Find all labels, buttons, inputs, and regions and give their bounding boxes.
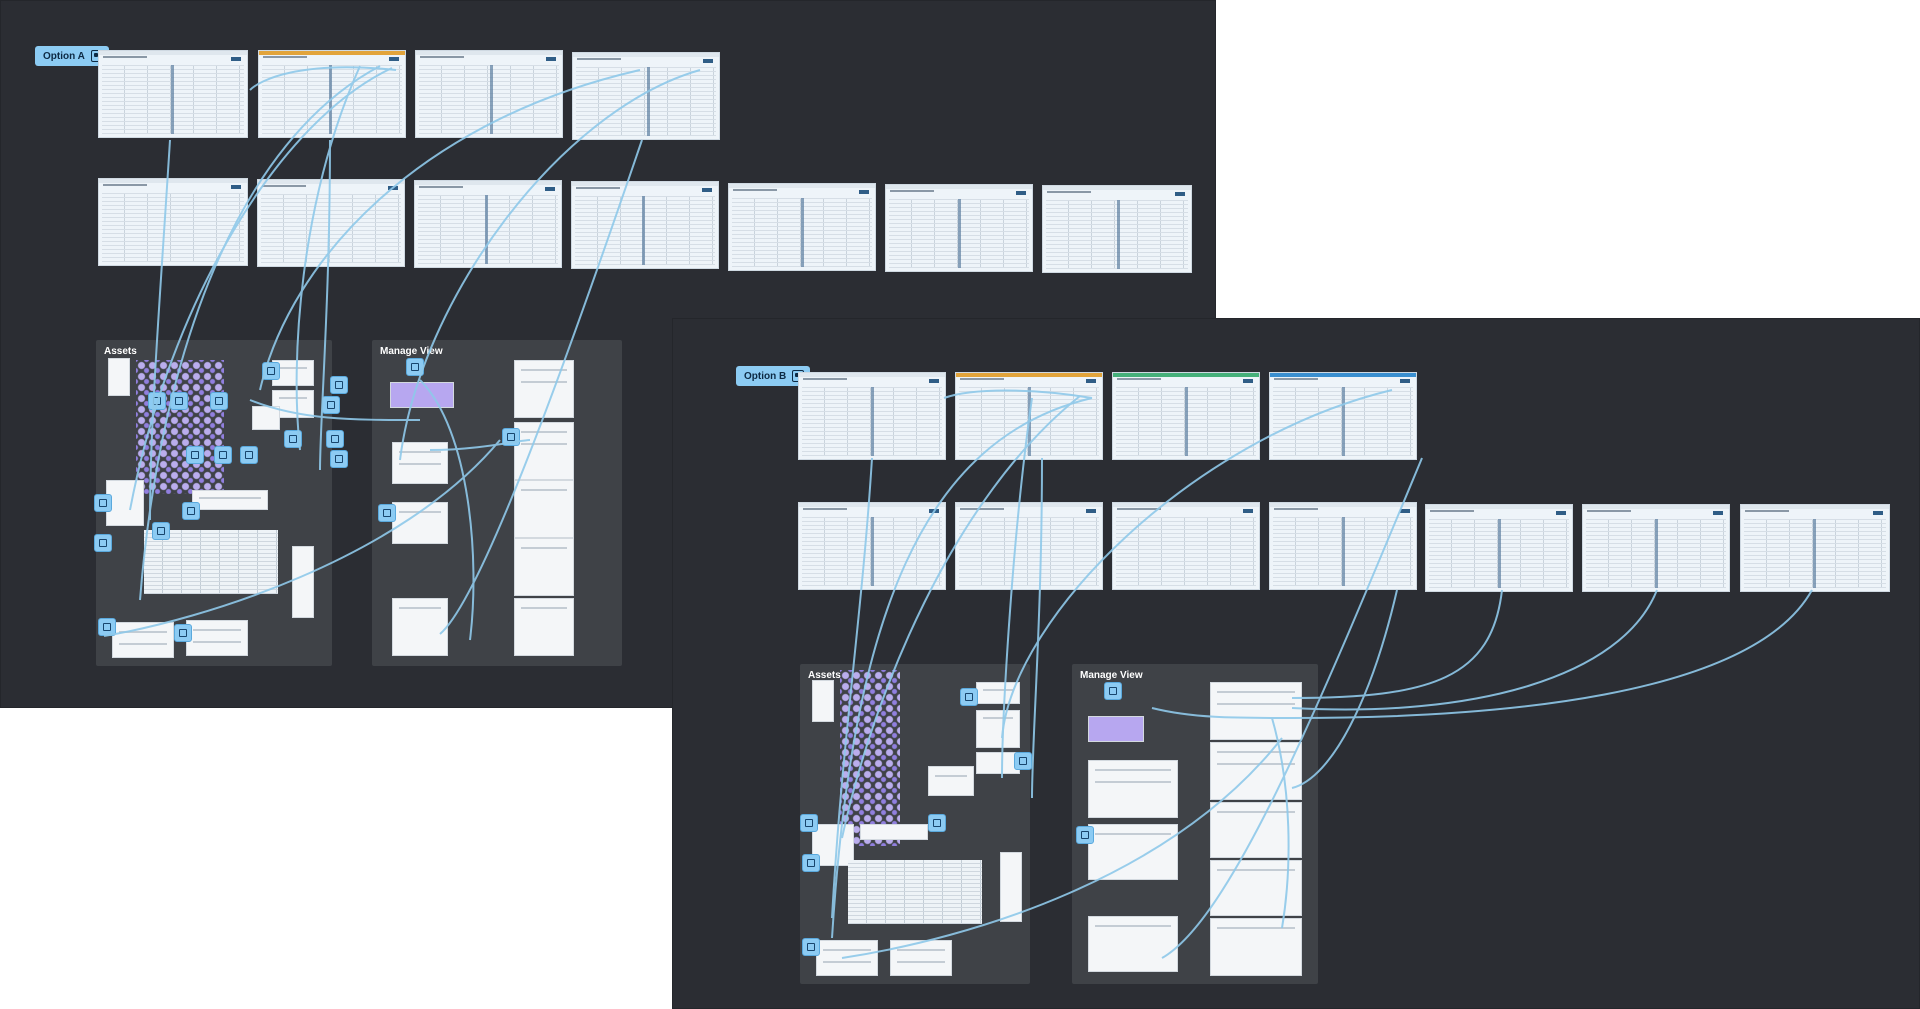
asset-card[interactable] bbox=[976, 682, 1020, 704]
link-node[interactable] bbox=[378, 504, 396, 522]
link-node[interactable] bbox=[170, 392, 188, 410]
link-node[interactable] bbox=[214, 446, 232, 464]
asset-card[interactable] bbox=[860, 824, 928, 840]
screen-thumbnail[interactable] bbox=[955, 372, 1103, 460]
panel-title: Manage View bbox=[1080, 670, 1143, 681]
asset-card[interactable] bbox=[1210, 802, 1302, 858]
screen-thumbnail[interactable] bbox=[98, 178, 248, 266]
asset-card[interactable] bbox=[192, 490, 268, 510]
assets-panel[interactable]: Assets bbox=[96, 340, 332, 666]
asset-card[interactable] bbox=[514, 598, 574, 656]
link-node[interactable] bbox=[802, 938, 820, 956]
screen-thumbnail[interactable] bbox=[415, 50, 563, 138]
asset-card[interactable] bbox=[514, 538, 574, 596]
link-node[interactable] bbox=[1076, 826, 1094, 844]
screen-thumbnail[interactable] bbox=[1740, 504, 1890, 592]
screen-thumbnail[interactable] bbox=[1582, 504, 1730, 592]
screen-thumbnail[interactable] bbox=[258, 50, 406, 138]
link-node[interactable] bbox=[928, 814, 946, 832]
canvas-option-b[interactable]: Option B Assets Manage View bbox=[672, 318, 1920, 1009]
asset-card[interactable] bbox=[112, 622, 174, 658]
link-node[interactable] bbox=[94, 494, 112, 512]
link-node[interactable] bbox=[152, 522, 170, 540]
asset-card[interactable] bbox=[292, 546, 314, 618]
asset-card[interactable] bbox=[976, 710, 1020, 748]
asset-card[interactable] bbox=[392, 598, 448, 656]
manage-view-panel[interactable]: Manage View bbox=[372, 340, 622, 666]
screen-thumbnail[interactable] bbox=[955, 502, 1103, 590]
link-node[interactable] bbox=[284, 430, 302, 448]
asset-card[interactable] bbox=[514, 422, 574, 480]
link-node[interactable] bbox=[94, 534, 112, 552]
asset-card[interactable] bbox=[1088, 916, 1178, 972]
link-node[interactable] bbox=[210, 392, 228, 410]
screen-thumbnail[interactable] bbox=[798, 502, 946, 590]
component-cluster bbox=[840, 670, 900, 846]
link-node[interactable] bbox=[262, 362, 280, 380]
panel-title: Assets bbox=[808, 670, 841, 681]
link-node[interactable] bbox=[330, 450, 348, 468]
asset-card[interactable] bbox=[514, 360, 574, 418]
asset-card[interactable] bbox=[1210, 918, 1302, 976]
screen-thumbnail[interactable] bbox=[1425, 504, 1573, 592]
link-node[interactable] bbox=[148, 392, 166, 410]
link-node[interactable] bbox=[1104, 682, 1122, 700]
component-cluster bbox=[136, 360, 224, 494]
screen-thumbnail[interactable] bbox=[98, 50, 248, 138]
screen-thumbnail[interactable] bbox=[1269, 372, 1417, 460]
screen-thumbnail[interactable] bbox=[1042, 185, 1192, 273]
link-node[interactable] bbox=[800, 814, 818, 832]
asset-card[interactable] bbox=[252, 406, 280, 430]
link-node[interactable] bbox=[406, 358, 424, 376]
screen-thumbnail[interactable] bbox=[728, 183, 876, 271]
link-node[interactable] bbox=[98, 618, 116, 636]
asset-card[interactable] bbox=[1088, 716, 1144, 742]
asset-card[interactable] bbox=[1210, 742, 1302, 800]
asset-card[interactable] bbox=[186, 620, 248, 656]
link-node[interactable] bbox=[186, 446, 204, 464]
screen-thumbnail[interactable] bbox=[798, 372, 946, 460]
asset-card[interactable] bbox=[1210, 682, 1302, 740]
screen-thumbnail[interactable] bbox=[571, 181, 719, 269]
screen-thumbnail[interactable] bbox=[572, 52, 720, 140]
link-node[interactable] bbox=[802, 854, 820, 872]
asset-card[interactable] bbox=[1088, 824, 1178, 880]
screen-thumbnail[interactable] bbox=[1112, 372, 1260, 460]
panel-title: Assets bbox=[104, 346, 137, 357]
screen-thumbnail[interactable] bbox=[1269, 502, 1417, 590]
asset-card[interactable] bbox=[514, 480, 574, 538]
link-node[interactable] bbox=[240, 446, 258, 464]
panel-title: Manage View bbox=[380, 346, 443, 357]
link-node[interactable] bbox=[174, 624, 192, 642]
assets-panel[interactable]: Assets bbox=[800, 664, 1030, 984]
link-node[interactable] bbox=[182, 502, 200, 520]
asset-card[interactable] bbox=[890, 940, 952, 976]
asset-card[interactable] bbox=[816, 940, 878, 976]
screen-thumbnail[interactable] bbox=[257, 179, 405, 267]
asset-card[interactable] bbox=[392, 442, 448, 484]
link-node[interactable] bbox=[322, 396, 340, 414]
asset-card[interactable] bbox=[812, 680, 834, 722]
link-node[interactable] bbox=[326, 430, 344, 448]
screen-thumbnail[interactable] bbox=[1112, 502, 1260, 590]
screen-thumbnail[interactable] bbox=[414, 180, 562, 268]
link-node[interactable] bbox=[1014, 752, 1032, 770]
link-node[interactable] bbox=[330, 376, 348, 394]
asset-card[interactable] bbox=[108, 358, 130, 396]
asset-card[interactable] bbox=[390, 382, 454, 408]
asset-card[interactable] bbox=[392, 502, 448, 544]
asset-card[interactable] bbox=[928, 766, 974, 796]
manage-view-panel[interactable]: Manage View bbox=[1072, 664, 1318, 984]
asset-card[interactable] bbox=[1000, 852, 1022, 922]
asset-card[interactable] bbox=[1088, 760, 1178, 818]
screen-thumbnail[interactable] bbox=[885, 184, 1033, 272]
asset-card[interactable] bbox=[1210, 860, 1302, 916]
link-node[interactable] bbox=[960, 688, 978, 706]
data-table[interactable] bbox=[848, 860, 982, 924]
link-node[interactable] bbox=[502, 428, 520, 446]
